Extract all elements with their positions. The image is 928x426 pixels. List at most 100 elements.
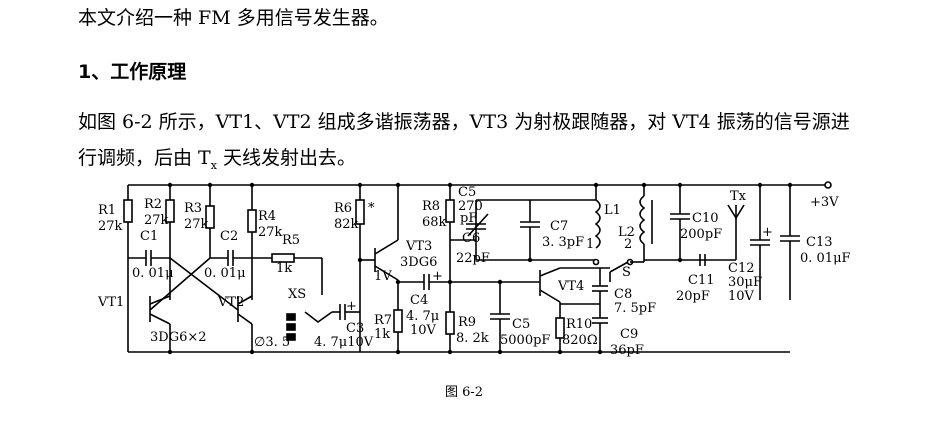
L1-label: L1 — [604, 203, 621, 218]
R6-value: 82k — [334, 217, 359, 232]
junction-dot — [357, 182, 363, 188]
C3-label: C3 — [346, 321, 364, 336]
circuit-diagram: R1 27k R2 27k R3 27k R4 27k R5 1k C1 0. … — [97, 181, 851, 358]
C12-value-2: 10V — [728, 289, 755, 304]
VT2-emitter — [237, 313, 253, 325]
C1-value: 0. 01μ — [132, 266, 174, 281]
R9-value: 8. 2k — [456, 331, 489, 346]
C11-label: C11 — [688, 273, 715, 288]
R6-star: * — [368, 201, 375, 216]
R6-resistor — [355, 199, 365, 225]
C5b-value: 5000pF — [500, 333, 550, 348]
cross-wire-a — [169, 257, 239, 311]
R10-value: 820Ω — [562, 333, 598, 348]
R4-value: 27k — [258, 225, 283, 240]
intro-text: 本文介绍一种 FM 多用信号发生器。 — [78, 7, 389, 29]
cross-wire-b — [149, 257, 211, 311]
R5-value: 1k — [276, 261, 292, 276]
body-line-1: 如图 6-2 所示，VT1、VT2 组成多谐振荡器，VT3 为射极跟随器，对 V… — [78, 111, 850, 133]
S-contact-1 — [592, 258, 600, 266]
VT3-emitter — [374, 265, 399, 281]
junction-dot — [447, 349, 453, 355]
R3-value: 27k — [184, 217, 209, 232]
C4-value-1: 4. 7μ — [406, 309, 439, 324]
R8-value: 68k — [422, 215, 447, 230]
L2-label: L2 — [618, 225, 635, 240]
VT3-label: VT3 — [405, 239, 432, 254]
R10-label: R10 — [566, 317, 592, 332]
supply-label: +3V — [810, 195, 839, 210]
C5b-label: C5 — [512, 317, 530, 332]
C5-var-arrow — [467, 213, 489, 237]
junction-dot — [249, 182, 255, 188]
C9-label: C9 — [620, 327, 638, 342]
R8-resistor — [445, 199, 455, 223]
body-line-2-pre: 行调频，后由 T — [78, 147, 211, 169]
C11-value: 20pF — [676, 289, 710, 304]
VT4-emitter — [539, 289, 561, 303]
L1-coil — [594, 199, 601, 249]
body-line-2: 行调频，后由 Tx 天线发射出去。 — [78, 146, 356, 178]
C4-plus: + — [432, 269, 443, 284]
junction-dot — [357, 257, 363, 263]
R8-label: R8 — [422, 199, 440, 214]
VT3-collector — [374, 239, 399, 255]
junction-dot — [249, 349, 255, 355]
XS-jack-a — [286, 313, 296, 321]
junction-dot — [557, 349, 563, 355]
XS-label: XS — [288, 287, 306, 302]
C13-value: 0. 01μF — [800, 251, 851, 266]
body-line-2-sub: x — [210, 158, 217, 172]
R6-label: R6 — [334, 201, 352, 216]
R7-value: 1k — [374, 327, 390, 342]
R5-label: R5 — [282, 233, 300, 248]
R4-label: R4 — [258, 209, 276, 224]
C5a-value-1: 270 — [458, 199, 483, 214]
VT3-value: 3DG6 — [400, 255, 437, 270]
junction-dot — [527, 257, 533, 263]
R1-resistor — [123, 199, 133, 223]
antenna-label: Tx — [730, 189, 747, 204]
C4-value-2: 10V — [410, 323, 437, 338]
R3-resistor — [205, 205, 215, 229]
junction-dot — [395, 279, 401, 285]
junction-dot — [167, 349, 173, 355]
R2-resistor — [165, 199, 175, 223]
R9-resistor — [445, 311, 455, 335]
pair-label: 3DG6×2 — [150, 330, 207, 345]
VT4-collector — [539, 267, 561, 277]
C12-plus: + — [762, 225, 773, 240]
junction-dot — [593, 182, 599, 188]
C3-plus: + — [346, 299, 357, 314]
R4-resistor — [247, 209, 257, 233]
switch-label: S — [622, 265, 631, 280]
junction-dot — [395, 349, 401, 355]
C12-label: C12 — [728, 261, 755, 276]
figure-caption: 图 6-2 — [445, 385, 484, 400]
body-line-2-post: 天线发射出去。 — [216, 147, 356, 169]
VT4-label: VT4 — [557, 279, 584, 294]
R7-label: R7 — [374, 313, 392, 328]
junction-dot — [447, 279, 453, 285]
VT1-label: VT1 — [97, 295, 124, 310]
switch-pos-1: 1 — [586, 237, 594, 252]
junction-dot — [207, 182, 213, 188]
junction-dot — [497, 279, 503, 285]
C9-value: 36pF — [610, 343, 644, 358]
junction-dot — [677, 257, 683, 263]
junction-dot — [757, 182, 763, 188]
C2-value: 0. 01μ — [204, 266, 246, 281]
XS-jack-c — [286, 333, 296, 341]
S-lever — [609, 261, 629, 273]
R9-label: R9 — [458, 315, 476, 330]
section-heading: 1、工作原理 — [78, 61, 187, 83]
C8-value: 7. 5pF — [614, 301, 656, 316]
C1-label: C1 — [140, 229, 158, 244]
C6-value: 22pF — [456, 251, 490, 266]
junction-dot — [395, 182, 401, 188]
XS-contact — [304, 311, 333, 323]
C7-label: C7 — [550, 219, 568, 234]
antenna-icon — [727, 204, 745, 220]
junction-dot — [597, 349, 603, 355]
R10-resistor — [555, 317, 565, 339]
